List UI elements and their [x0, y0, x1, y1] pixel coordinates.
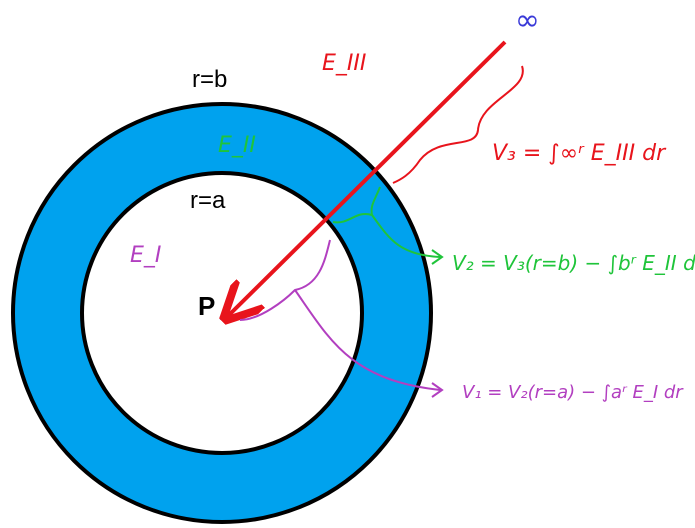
path-arrow — [228, 40, 507, 316]
brace-v2 — [332, 186, 441, 258]
equation-v1: V₁ = V₂(r=a) − ∫aʳ E_I dr — [462, 382, 684, 403]
field-2-label: E_II — [218, 133, 256, 158]
point-p-dot — [219, 315, 225, 321]
brace-v3 — [392, 65, 524, 184]
equation-v2: V₂ = V₃(r=b) − ∫bʳ E_II dr — [452, 251, 695, 275]
equation-v3: V₃ = ∫∞ʳ E_III dr — [492, 141, 667, 166]
arrowhead-v2 — [431, 249, 444, 265]
field-3-label: E_III — [322, 51, 366, 76]
point-label: P — [198, 291, 215, 321]
inner-radius-label: r=a — [190, 187, 226, 214]
field-1-label: E_I — [130, 243, 161, 268]
arrowhead-v1 — [431, 382, 444, 398]
inner-cavity — [80, 171, 364, 455]
infinity-label: ∞ — [515, 3, 540, 38]
brace-v1 — [239, 239, 441, 391]
outer-radius-label: r=b — [192, 66, 227, 93]
